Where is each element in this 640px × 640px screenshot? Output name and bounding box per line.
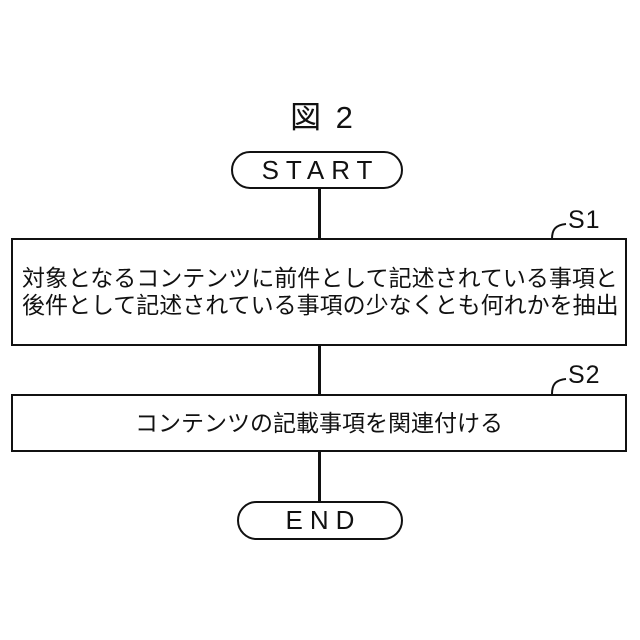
- end-node-label: END: [285, 505, 362, 535]
- process-box-s1: 対象となるコンテンツに前件として記述されている事項と 後件として記述されている事…: [11, 238, 627, 346]
- connector-s1-to-s2: [318, 344, 321, 395]
- process-s2-line-1: コンテンツの記載事項を関連付ける: [135, 409, 503, 436]
- figure-title: 図 2: [290, 100, 356, 135]
- start-node: START: [231, 151, 403, 189]
- process-box-s2: コンテンツの記載事項を関連付ける: [11, 394, 627, 452]
- start-node-label: START: [261, 154, 380, 185]
- process-s1-line-1: 対象となるコンテンツに前件として記述されている事項と: [22, 265, 618, 291]
- connector-s2-to-end: [318, 450, 321, 502]
- process-s1-line-2: 後件として記述されている事項の少なくとも何れかを抽出: [22, 292, 619, 318]
- step-label-s1: S1: [568, 206, 601, 234]
- process-s1-text: 対象となるコンテンツに前件として記述されている事項と 後件として記述されている事…: [22, 265, 619, 319]
- leader-line-s2: [551, 378, 567, 395]
- step-label-s2: S2: [568, 361, 601, 389]
- connector-start-to-s1: [318, 189, 321, 240]
- leader-line-s1: [551, 223, 567, 240]
- end-node: END: [237, 501, 403, 540]
